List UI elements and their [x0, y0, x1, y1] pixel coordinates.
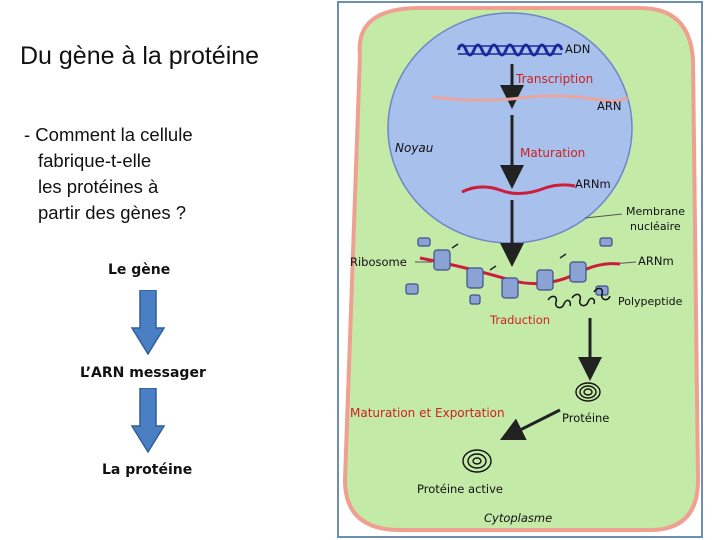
- slide-title: Du gène à la protéine: [20, 42, 260, 70]
- flow-step-gene: Le gène: [108, 262, 171, 278]
- label-proteine: Protéine: [562, 411, 609, 425]
- flow-arrow-down-icon: [130, 290, 166, 356]
- protein-icon: [575, 382, 601, 402]
- question-text: - Comment la cellule fabrique-t-elle les…: [24, 122, 193, 226]
- export-protein-arrow: [499, 408, 561, 441]
- label-arnm-cytoplasm: ARNm: [638, 254, 674, 268]
- label-membrane-2: nucléaire: [630, 220, 681, 233]
- label-proteine-active: Protéine active: [417, 482, 503, 496]
- label-polypeptide: Polypeptide: [618, 295, 683, 308]
- label-cytoplasme: Cytoplasme: [484, 511, 552, 525]
- question-line-2: fabrique-t-elle: [38, 150, 152, 171]
- nucleus: [387, 12, 633, 244]
- label-adn: ADN: [565, 42, 590, 56]
- label-arnm-nucleus: ARNm: [575, 177, 611, 191]
- pre-mrna-strand: [431, 94, 629, 103]
- label-transcription: Transcription: [515, 72, 593, 86]
- question-line-1: - Comment la cellule: [24, 124, 193, 145]
- label-maturation: Maturation: [520, 146, 585, 160]
- flow-step-proteine: La protéine: [102, 462, 193, 478]
- label-membrane-1: Membrane: [626, 205, 685, 218]
- label-maturation-exportation: Maturation et Exportation: [350, 406, 505, 420]
- label-ribosome: Ribosome: [350, 255, 407, 269]
- dna-helix-icon: [456, 43, 564, 57]
- polypeptide-icon: [547, 287, 611, 309]
- flow-arrow-down-icon: [130, 388, 166, 454]
- label-noyau: Noyau: [395, 141, 434, 155]
- label-arn: ARN: [597, 99, 621, 113]
- question-line-4: partir des gènes ?: [38, 202, 187, 223]
- active-protein-icon: [462, 449, 492, 473]
- question-line-3: les protéines à: [38, 176, 159, 197]
- mrna-strand-nucleus: [461, 183, 576, 195]
- flow-step-arn: L’ARN messager: [80, 365, 206, 381]
- ribosome-icon: [433, 249, 587, 299]
- label-traduction: Traduction: [489, 313, 550, 327]
- cell-diagram: ADN Transcription ARN Noyau Maturation A…: [337, 1, 703, 538]
